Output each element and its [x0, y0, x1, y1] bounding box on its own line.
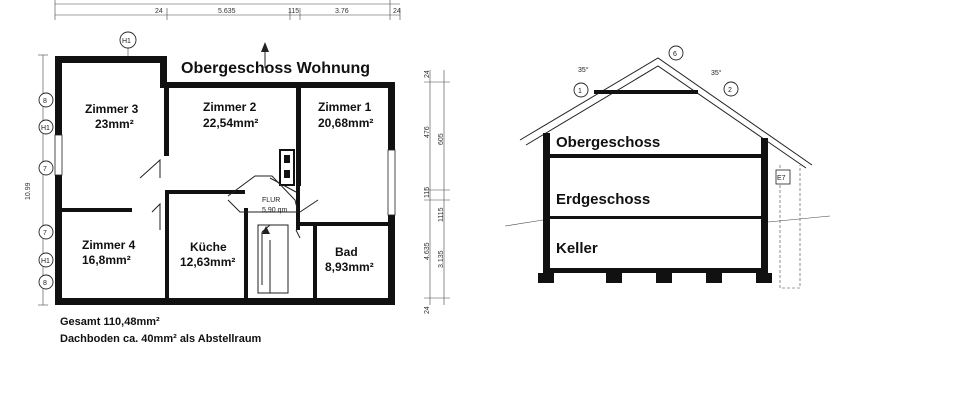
top-dim-2: 5.635	[218, 8, 236, 15]
room-name-zimmer-3: Zimmer 3	[85, 102, 139, 116]
right-dim-2: 476	[424, 126, 431, 138]
axis-marker-7-bottom: 7	[43, 230, 47, 237]
slab-ground	[543, 216, 768, 219]
axis-marker-top: H1	[122, 38, 131, 45]
attic-beam	[594, 90, 698, 94]
room-name-zimmer-4: Zimmer 4	[82, 238, 136, 252]
room-area-zimmer-3: 23mm²	[95, 117, 134, 131]
axis-marker-8-top: 8	[43, 98, 47, 105]
section-marker-2: 2	[728, 87, 732, 94]
axis-markers-left: 8 H1 7 7 H1 8	[38, 92, 54, 290]
total-area-note: Gesamt 110,48mm²	[60, 316, 160, 328]
floor-plan: 24 5.635 115 3.76 24 10.99 8 H1 7 7 H1 8	[25, 0, 450, 345]
level-keller: Keller	[556, 240, 598, 257]
room-name-bad: Bad	[335, 245, 358, 259]
level-obergeschoss: Obergeschoss	[556, 134, 660, 151]
north-arrow-icon	[261, 42, 269, 68]
room-name-flur: FLUR	[262, 197, 280, 204]
plan-title: Obergeschoss Wohnung	[181, 60, 370, 77]
right-dim-7: 3.135	[438, 250, 445, 268]
top-dimension-chain: 24 5.635 115 3.76 24	[54, 0, 401, 20]
roof-inner	[525, 65, 807, 169]
building-section: 1 6 2 35° 35° E7 Obergeschoss Erdgeschos…	[504, 45, 831, 289]
room-name-kueche: Küche	[190, 240, 227, 254]
room-area-bad: 8,93mm²	[325, 260, 374, 274]
right-dim-6: 4.635	[424, 242, 431, 260]
section-left-wall	[543, 133, 550, 283]
room-area-zimmer-2: 22,54mm²	[203, 116, 258, 130]
right-dim-5: 1115	[438, 207, 445, 222]
axis-marker-7-top: 7	[43, 166, 47, 173]
section-marker-e7: E7	[777, 175, 786, 182]
section-marker-1: 1	[578, 88, 582, 95]
room-area-kueche: 12,63mm²	[180, 255, 235, 269]
attic-note: Dachboden ca. 40mm² als Abstellraum	[60, 333, 262, 345]
slab-basement	[543, 268, 768, 273]
top-dim-4: 3.76	[335, 8, 349, 15]
room-name-zimmer-1: Zimmer 1	[318, 100, 372, 114]
roof-outer	[519, 57, 813, 166]
section-marker-6: 6	[673, 51, 677, 58]
left-dimension: 10.99	[25, 182, 32, 200]
slab-upper	[543, 154, 768, 158]
room-area-zimmer-1: 20,68mm²	[318, 116, 373, 130]
right-dim-1: 24	[424, 70, 431, 78]
roof-angle-left: 35°	[578, 66, 589, 74]
axis-marker-h1-top: H1	[41, 125, 50, 132]
interior-walls	[62, 86, 390, 300]
level-erdgeschoss: Erdgeschoss	[556, 191, 650, 208]
roof-angle-right: 35°	[711, 69, 722, 77]
axis-marker-8-bottom: 8	[43, 280, 47, 287]
right-dimension-chain: 24 476 605 115 1115 4.635 3.135 24	[424, 70, 450, 314]
room-name-zimmer-2: Zimmer 2	[203, 100, 257, 114]
room-area-zimmer-4: 16,8mm²	[82, 253, 131, 267]
right-dim-8: 24	[424, 306, 431, 314]
right-dim-3: 605	[438, 133, 445, 145]
right-dim-4: 115	[424, 187, 431, 198]
top-dim-1: 24	[155, 8, 163, 15]
axis-marker-h1-bottom: H1	[41, 258, 50, 265]
top-dim-3: 115	[288, 8, 299, 15]
windows	[54, 134, 396, 216]
room-area-flur: 5,90 qm	[262, 207, 287, 214]
door-swings	[139, 158, 319, 239]
chimney	[279, 149, 295, 186]
hall-outline	[227, 175, 299, 213]
room-labels: Zimmer 3 23mm² Zimmer 2 22,54mm² Zimmer …	[82, 100, 374, 274]
section-right-wall	[761, 138, 768, 283]
stair	[257, 224, 289, 294]
top-dim-5: 24	[393, 8, 401, 15]
